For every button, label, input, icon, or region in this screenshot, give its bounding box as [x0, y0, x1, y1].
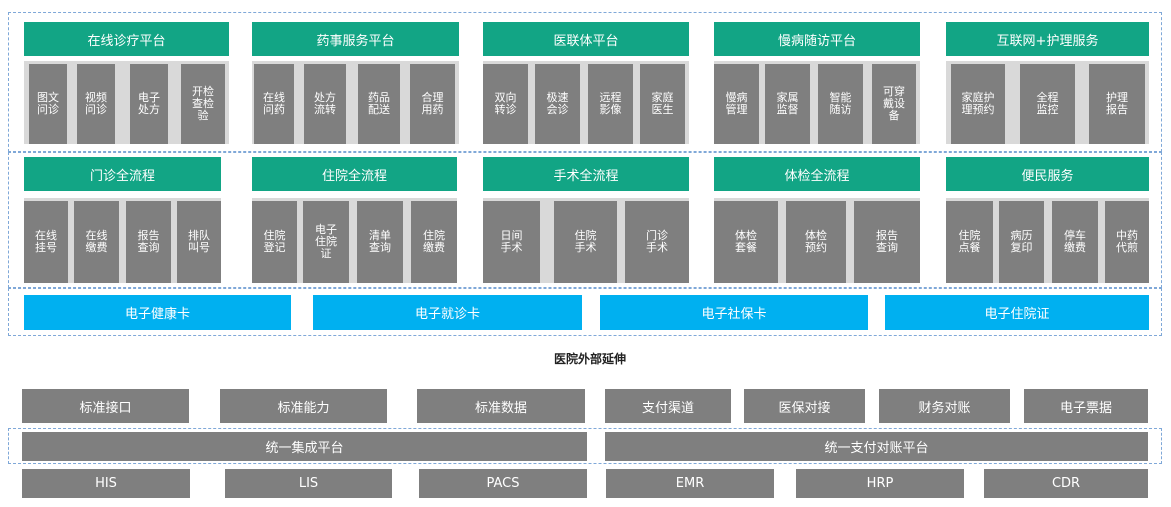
tile-report-query[interactable]: 报告 查询 — [126, 201, 171, 283]
capability-e-invoice[interactable]: 电子票据 — [1024, 389, 1148, 423]
unified-integration-platform[interactable]: 统一集成平台 — [22, 432, 587, 461]
platform-header-internet-nursing: 互联网+护理服务 — [946, 22, 1149, 56]
card-e-social-security[interactable]: 电子社保卡 — [600, 295, 868, 330]
tile-prescription-transfer[interactable]: 处方 流转 — [304, 64, 346, 144]
tile-inpatient-surgery[interactable]: 住院 手术 — [554, 201, 617, 283]
system-pacs[interactable]: PACS — [419, 469, 587, 498]
system-his[interactable]: HIS — [22, 469, 190, 498]
tile-herbal-decoction[interactable]: 中药 代煎 — [1105, 201, 1149, 283]
tile-record-copy[interactable]: 病历 复印 — [999, 201, 1044, 283]
capability-standard-ability[interactable]: 标准能力 — [220, 389, 387, 423]
tile-exam-package[interactable]: 体检 套餐 — [714, 201, 778, 283]
tile-remote-imaging[interactable]: 远程 影像 — [588, 64, 633, 144]
platform-header-online-diagnosis: 在线诊疗平台 — [24, 22, 229, 56]
tile-online-payment[interactable]: 在线 缴费 — [74, 201, 119, 283]
capability-medical-insurance[interactable]: 医保对接 — [744, 389, 865, 423]
tile-inpatient-payment[interactable]: 住院 缴费 — [411, 201, 457, 283]
tile-chronic-management[interactable]: 慢病 管理 — [714, 64, 759, 144]
tile-day-surgery[interactable]: 日间 手术 — [483, 201, 540, 283]
capability-payment-channel[interactable]: 支付渠道 — [605, 389, 731, 423]
system-cdr[interactable]: CDR — [984, 469, 1148, 498]
tile-smart-followup[interactable]: 智能 随访 — [818, 64, 863, 144]
tile-two-way-referral[interactable]: 双向 转诊 — [483, 64, 528, 144]
system-hrp[interactable]: HRP — [796, 469, 964, 498]
tile-rapid-consultation[interactable]: 极速 会诊 — [535, 64, 580, 144]
tile-online-drug-inquiry[interactable]: 在线 问药 — [254, 64, 294, 144]
tile-home-nursing-booking[interactable]: 家庭护 理预约 — [951, 64, 1005, 144]
tile-exam-report-query[interactable]: 报告 查询 — [854, 201, 920, 283]
tile-parking-payment[interactable]: 停车 缴费 — [1052, 201, 1098, 283]
card-e-visit[interactable]: 电子就诊卡 — [313, 295, 582, 330]
tile-queue-calling[interactable]: 排队 叫号 — [177, 201, 221, 283]
process-header-outpatient: 门诊全流程 — [24, 157, 221, 191]
system-emr[interactable]: EMR — [606, 469, 774, 498]
card-e-admission[interactable]: 电子住院证 — [885, 295, 1149, 330]
card-e-health[interactable]: 电子健康卡 — [24, 295, 291, 330]
tile-full-monitoring[interactable]: 全程 监控 — [1020, 64, 1075, 144]
tile-outpatient-surgery[interactable]: 门诊 手术 — [625, 201, 689, 283]
capability-standard-data[interactable]: 标准数据 — [417, 389, 585, 423]
tile-family-doctor[interactable]: 家庭 医生 — [640, 64, 685, 144]
tile-meal-ordering[interactable]: 住院 点餐 — [946, 201, 993, 283]
platform-header-medical-alliance: 医联体平台 — [483, 22, 689, 56]
tile-rational-drug-use[interactable]: 合理 用药 — [410, 64, 455, 144]
capability-financial-reconciliation[interactable]: 财务对账 — [879, 389, 1010, 423]
tile-order-exam[interactable]: 开检 查检 验 — [181, 64, 225, 144]
tile-exam-booking[interactable]: 体检 预约 — [786, 201, 846, 283]
tile-online-registration[interactable]: 在线 挂号 — [24, 201, 68, 283]
platforms-frame — [8, 12, 1162, 152]
tile-family-supervision[interactable]: 家属 监督 — [765, 64, 810, 144]
tile-video-consult[interactable]: 视频 问诊 — [77, 64, 115, 144]
tile-admission-registration[interactable]: 住院 登记 — [252, 201, 297, 283]
process-header-physical-exam: 体检全流程 — [714, 157, 920, 191]
capability-standard-interface[interactable]: 标准接口 — [22, 389, 189, 423]
cards-frame — [8, 288, 1162, 336]
processes-frame — [8, 152, 1162, 288]
tile-wearable-device[interactable]: 可穿 戴设 备 — [872, 64, 916, 144]
integration-frame — [8, 428, 1162, 464]
unified-payment-reconciliation-platform[interactable]: 统一支付对账平台 — [605, 432, 1148, 461]
tile-text-consult[interactable]: 图文 问诊 — [29, 64, 67, 144]
tile-drug-delivery[interactable]: 药品 配送 — [358, 64, 400, 144]
tile-nursing-report[interactable]: 护理 报告 — [1089, 64, 1145, 144]
platform-header-pharmacy: 药事服务平台 — [252, 22, 459, 56]
tile-bill-query[interactable]: 清单 查询 — [357, 201, 403, 283]
system-lis[interactable]: LIS — [225, 469, 392, 498]
tile-e-prescription[interactable]: 电子 处方 — [130, 64, 168, 144]
process-header-convenience: 便民服务 — [946, 157, 1149, 191]
process-header-inpatient: 住院全流程 — [252, 157, 457, 191]
extension-label: 医院外部延伸 — [553, 351, 626, 366]
tile-e-admission-certificate[interactable]: 电子 住院 证 — [303, 201, 349, 283]
platform-header-chronic-followup: 慢病随访平台 — [714, 22, 920, 56]
process-header-surgery: 手术全流程 — [483, 157, 689, 191]
